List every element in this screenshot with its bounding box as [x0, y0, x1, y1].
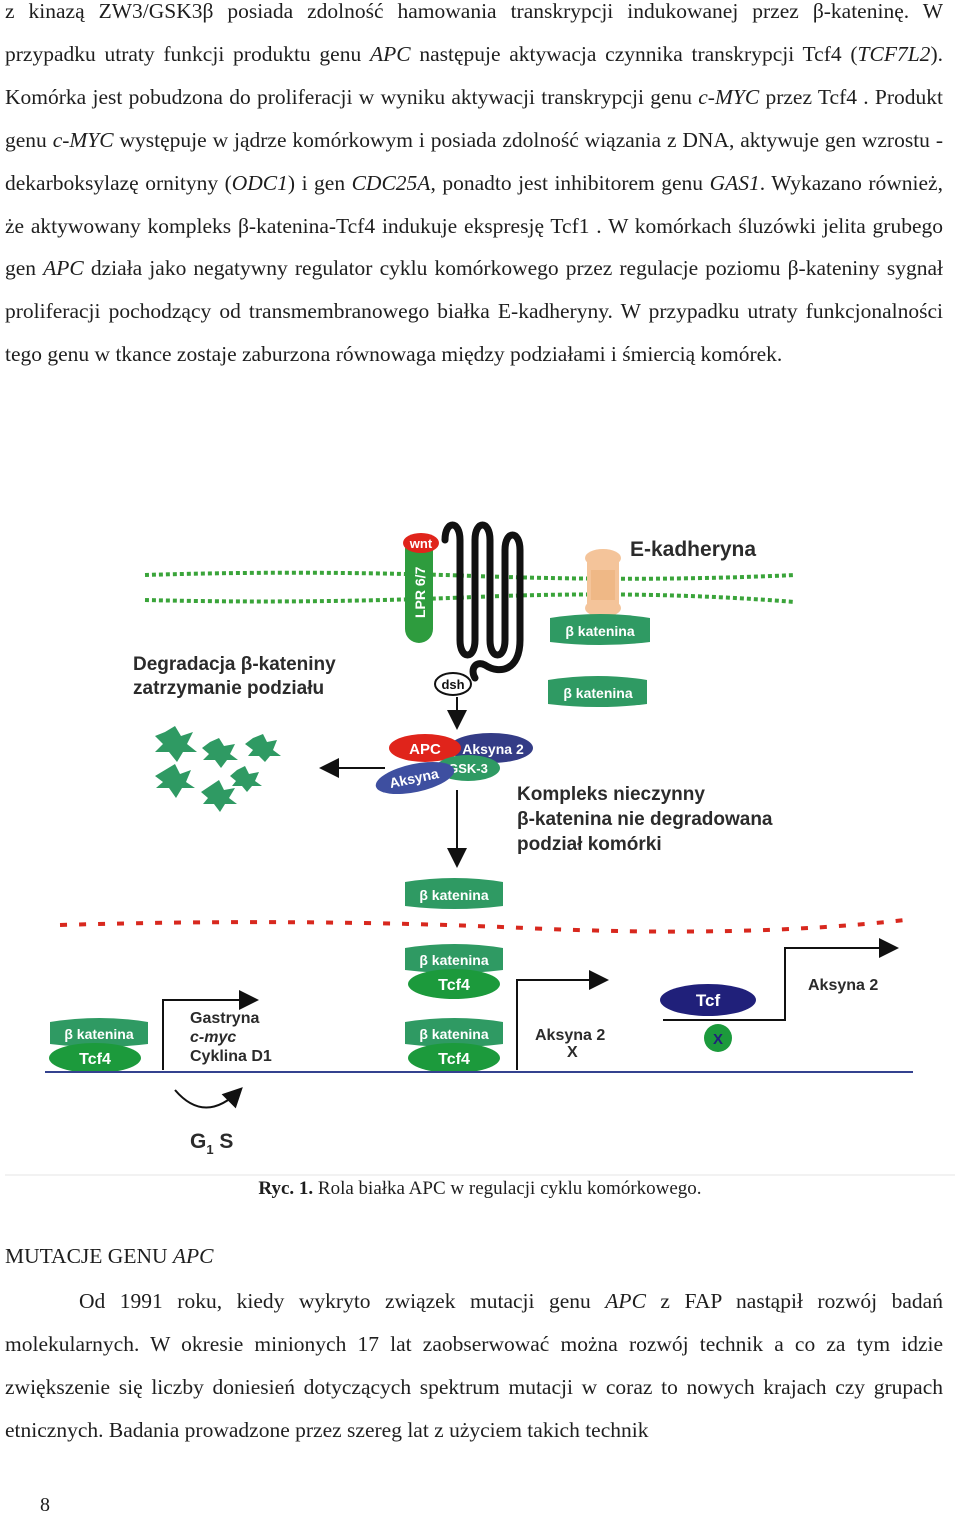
text-span: występuje w jądrze komórkowym i posiada … — [5, 127, 943, 195]
gene-name: APC — [43, 256, 84, 281]
beta-catenin-label: β katenina — [64, 1026, 133, 1042]
promoter-arrow-axin2 — [516, 970, 609, 1070]
beta-catenin-label: β katenina — [565, 623, 634, 639]
gene-name: TCF7L2 — [857, 41, 931, 66]
gene-name: c-MYC — [52, 127, 114, 152]
axin2-label: Aksyna 2 — [462, 741, 524, 757]
beta-catenin-label: β katenina — [419, 1026, 488, 1042]
section-heading-text: MUTACJE GENU — [5, 1244, 173, 1268]
text-span: , ponadto jest inhibitorem genu — [430, 170, 710, 195]
cyclin-d1-label: Cyklina D1 — [190, 1048, 272, 1065]
nuclear-membrane — [59, 918, 906, 934]
beta-catenin-label: β katenina — [419, 887, 488, 903]
axin2-repressed-label: Aksyna 2 — [535, 1027, 605, 1044]
wnt-label: wnt — [409, 536, 433, 551]
lpr-label: LPR 6/7 — [412, 566, 428, 618]
page-number: 8 — [40, 1494, 50, 1516]
caption-text: Rola białka APC w regulacji cyklu komórk… — [313, 1178, 702, 1199]
apc-label: APC — [409, 741, 441, 758]
text-span: działa jako negatywny regulator cyklu ko… — [5, 256, 943, 367]
gene-name: ODC1 — [231, 170, 288, 195]
destruction-complex: Aksyna 2 APC GSK-3 Aksyna — [375, 733, 533, 795]
lpr-receptor: LPR 6/7 — [405, 535, 433, 643]
promoter-arrow-axin2-right — [663, 938, 899, 1021]
dsh-protein: dsh — [434, 672, 472, 696]
paragraph-apc-mutations: Od 1991 roku, kiedy wykryto związek muta… — [5, 1280, 943, 1452]
beta-catenin-label: β katenina — [563, 685, 632, 701]
promoter-arrow-target-genes — [162, 990, 259, 1070]
catenin-tcf4-complex-1: β katenina Tcf4 — [405, 944, 503, 999]
tcf4-label: Tcf4 — [438, 977, 470, 994]
axin2-repressed-x: X — [567, 1044, 578, 1061]
catenin-tcf4-complex-left: β katenina Tcf4 — [49, 1018, 148, 1073]
text-span: z FAP nastąpił rozwój badań molekularnyc… — [5, 1289, 943, 1442]
inactive-complex-label-line3: podział komórki — [517, 834, 662, 855]
gene-name: GAS1 — [709, 170, 760, 195]
cell-cycle-arrow — [174, 1087, 243, 1109]
wnt-ligand: wnt — [403, 533, 439, 553]
text-span: przez Tcf4 . Produkt genu — [5, 84, 943, 152]
gene-name: c-MYC — [698, 84, 760, 109]
section-heading-gene: APC — [172, 1244, 214, 1268]
paragraph-apc-function: z kinazą ZW3/GSK3β posiada zdolność hamo… — [5, 0, 943, 376]
e-cadherin-label: E-kadheryna — [630, 538, 756, 561]
degradation-label-line2: zatrzymanie podziału — [133, 678, 324, 699]
cell-membrane — [144, 570, 796, 604]
text-span: z kinazą ZW3/GSK3β posiada zdolność hamo… — [5, 0, 943, 66]
gastrin-label: Gastryna — [190, 1010, 259, 1027]
cmyc-label: c-myc — [190, 1029, 236, 1046]
text-span: ) i gen — [287, 170, 352, 195]
text-span: Od 1991 roku, kiedy wykryto związek muta… — [79, 1289, 606, 1313]
beta-catenin-label: β katenina — [419, 952, 488, 968]
catenin-tcf4-complex-2: β katenina Tcf4 — [405, 1018, 503, 1073]
figure-caption: Ryc. 1. Rola białka APC w regulacji cykl… — [0, 1178, 960, 1200]
text-span: następuje aktywacja czynnika transkryp­c… — [410, 41, 858, 66]
tcf-label: Tcf — [696, 991, 721, 1010]
tcf4-label: Tcf4 — [79, 1051, 111, 1068]
beta-catenin-cytoplasm: β katenina — [405, 878, 503, 909]
tcf4-label: Tcf4 — [438, 1051, 470, 1068]
gsk3-label: GSK-3 — [448, 761, 488, 776]
degradation-label-line1: Degradacja β-kateniny — [133, 654, 336, 675]
g1-s-phase-label: G1 S — [190, 1130, 233, 1157]
tcf-repressor: Tcf X — [660, 984, 756, 1052]
gene-name: APC — [369, 41, 411, 66]
text-span: . Wykazano również, że aktywowany komple… — [5, 170, 943, 281]
inhibition-x: X — [713, 1031, 723, 1048]
gene-name: APC — [605, 1289, 646, 1313]
inactive-complex-label-line2: β-katenina nie degradowana — [517, 809, 773, 830]
axin2-right-label: Aksyna 2 — [808, 977, 878, 994]
caption-label: Ryc. 1. — [258, 1178, 314, 1199]
beta-catenin-membrane-1: β katenina — [550, 614, 650, 645]
e-cadherin-receptor — [585, 549, 621, 617]
text-span: ). Komórka jest pobudzona do proliferacj… — [5, 41, 943, 109]
section-heading: MUTACJE GENU APC — [5, 1244, 214, 1269]
apc-pathway-figure: LPR 6/7 wnt E-kadheryna β katenina — [5, 500, 955, 1180]
degraded-catenin-fragments — [155, 726, 281, 812]
frizzled-receptor — [441, 521, 524, 682]
inactive-complex-label-line1: Kompleks nieczynny — [517, 784, 705, 805]
beta-catenin-membrane-2: β katenina — [548, 676, 647, 707]
dsh-label: dsh — [441, 677, 464, 692]
gene-name: CDC25A — [351, 170, 431, 195]
